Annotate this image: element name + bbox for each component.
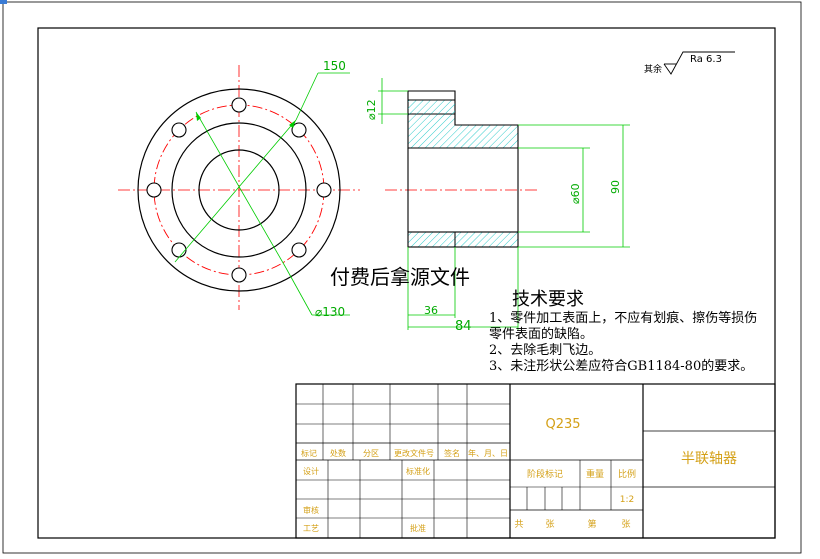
approve-label: 批准 [410, 523, 426, 533]
sheet-no-label: 第 [587, 518, 596, 530]
watermark-text: 付费后拿源文件 [330, 265, 470, 289]
roughness-prefix: 其余 [644, 63, 662, 75]
dim-shoulder: 36 [424, 304, 438, 317]
header-date: 年、月、日 [468, 448, 508, 458]
title-block-border [295, 383, 776, 539]
review-label: 审核 [303, 505, 319, 515]
roughness-check-icon [663, 51, 735, 75]
bolt-holes [146, 97, 332, 283]
corner-marker [0, 0, 7, 4]
arrowhead [196, 112, 201, 121]
roughness-symbol: 其余 Ra 6.3 [644, 51, 735, 75]
side-view: ⌀12 ⌀60 90 36 84 [365, 78, 630, 334]
tech-req-title: 技术要求 [512, 289, 584, 310]
outer-border [2, 1, 802, 554]
tech-req-line: 零件表面的缺陷。 [489, 326, 593, 342]
header-mark: 标记 [301, 448, 317, 458]
lower-hatched-section [407, 231, 519, 248]
front-view: 150 ⌀130 [118, 59, 360, 319]
bore-circle [198, 149, 280, 231]
process-label: 工艺 [303, 524, 319, 533]
bolt-hole [231, 97, 247, 113]
tech-req-line: 3、未注形状公差应符合GB1184-80的要求。 [489, 358, 753, 374]
dim-bore: ⌀60 [569, 183, 582, 204]
part-name: 半联轴器 [681, 451, 737, 467]
header-change-doc: 更改文件号 [394, 448, 434, 458]
total-label: 共 [514, 519, 523, 530]
bolt-circle-dim-line [195, 111, 287, 269]
bolt-hole [171, 122, 187, 138]
bolt-hole [316, 182, 332, 198]
title-block [295, 383, 776, 539]
stage-mark-label: 阶段标记 [527, 468, 563, 480]
leader-line [285, 267, 313, 316]
tech-req-line: 2、去除毛刺飞边。 [489, 343, 601, 358]
upper-hatched-section [407, 113, 519, 149]
dim-outer-diameter: ⌀130 [315, 305, 345, 319]
roughness-value: Ra 6.3 [690, 54, 722, 65]
bolt-hole [146, 182, 162, 198]
material-label: Q235 [545, 417, 580, 432]
header-signature: 签名 [444, 448, 460, 458]
bolt-hole [291, 122, 307, 138]
outer-dim-line [174, 119, 297, 263]
dim-hole: ⌀12 [365, 99, 378, 120]
design-label: 设计 [303, 466, 319, 476]
dim-bolt-circle: 150 [323, 59, 346, 73]
hole-hatch [408, 100, 455, 114]
standardize-label: 标准化 [406, 466, 430, 476]
technical-requirements: 技术要求 1、零件加工表面上，不应有划痕、擦伤等损伤 零件表面的缺陷。 2、去除… [489, 289, 757, 374]
scale-value: 1:2 [620, 495, 634, 505]
bolt-hole [231, 267, 247, 283]
sheets-label: 张 [545, 519, 554, 530]
tech-req-line: 1、零件加工表面上，不应有划痕、擦伤等损伤 [489, 310, 757, 326]
header-zone: 分区 [363, 449, 379, 458]
scale-label: 比例 [618, 468, 636, 480]
hub-circle [171, 122, 307, 258]
dim-height: 90 [609, 180, 622, 194]
bolt-hole [171, 242, 187, 258]
weight-label: 重量 [586, 468, 604, 480]
sheet-unit-label: 张 [621, 519, 630, 530]
title-block-text: Q235 半联轴器 标记 处数 分区 更改文件号 签名 年、月、日 设计 标准化… [301, 417, 737, 533]
header-count: 处数 [330, 448, 346, 458]
dim-length: 84 [455, 319, 472, 334]
leader-line [295, 72, 319, 121]
bolt-hole [291, 242, 307, 258]
flange-outer-circle [137, 88, 341, 292]
arrowhead [289, 120, 296, 128]
